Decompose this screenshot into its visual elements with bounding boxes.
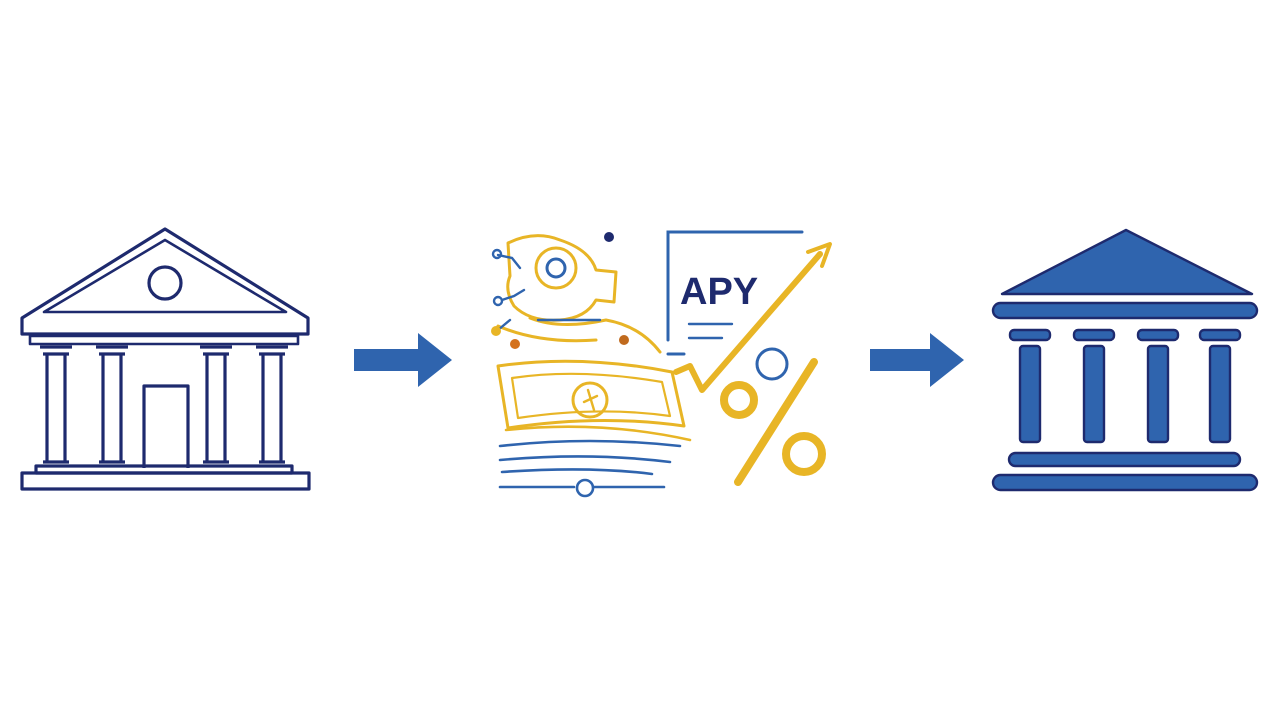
bank-outline-icon bbox=[20, 227, 311, 491]
bank-columns bbox=[1008, 328, 1242, 444]
coin-robot-icon bbox=[496, 234, 662, 354]
arrow-right-icon bbox=[870, 333, 964, 387]
checkmark-icon bbox=[673, 251, 823, 393]
apy-document bbox=[666, 230, 804, 381]
bank-filled-icon bbox=[991, 228, 1259, 492]
arrow-right-icon bbox=[354, 333, 452, 387]
banknote-icon bbox=[496, 359, 692, 442]
speed-lines bbox=[498, 439, 682, 489]
percent-icon bbox=[720, 358, 826, 486]
bank-columns bbox=[40, 345, 288, 464]
money-interest-icon: APY bbox=[491, 230, 832, 498]
slider-knob-icon bbox=[575, 478, 595, 498]
apy-label: APY bbox=[680, 271, 758, 313]
